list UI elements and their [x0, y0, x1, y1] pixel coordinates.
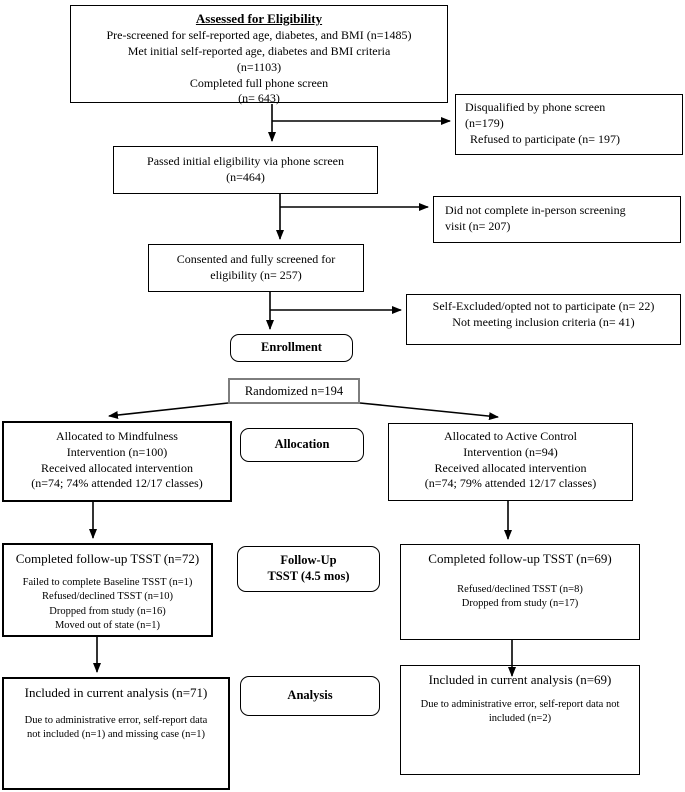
consented-line: eligibility (n= 257) — [210, 267, 302, 282]
analysis-mindfulness-detail: not included (n=1) and missing case (n=1… — [26, 729, 206, 741]
analysis-control-detail: included (n=2) — [488, 713, 552, 725]
analysis-control-title: Included in current analysis (n=69) — [428, 672, 612, 687]
eligibility-line: (n= 643) — [238, 91, 280, 106]
eligibility-box: Assessed for Eligibility Pre-screened fo… — [70, 5, 448, 105]
allocated-mindfulness-line: (n=74; 74% attended 12/17 classes) — [31, 476, 203, 491]
followup-mindfulness-detail: Dropped from study (n=16) — [49, 605, 166, 617]
enrollment-stage-text: Enrollment — [261, 340, 322, 355]
analysis-mindfulness-detail: Due to administrative error, self-report… — [24, 715, 208, 727]
analysis-control-box: Included in current analysis (n=69) Due … — [400, 665, 640, 775]
allocated-mindfulness-box: Allocated to Mindfulness Intervention (n… — [2, 421, 232, 502]
allocated-control-line: Received allocated intervention — [434, 460, 587, 475]
followup-mindfulness-detail: Refused/declined TSST (n=10) — [42, 591, 173, 603]
analysis-mindfulness-details: Due to administrative error, self-report… — [4, 714, 228, 742]
followup-control-detail: Dropped from study (n=17) — [461, 598, 579, 610]
followup-control-detail: Refused/declined TSST (n=8) — [457, 584, 583, 596]
analysis-mindfulness-box: Included in current analysis (n=71) Due … — [2, 677, 230, 790]
randomized-box: Randomized n=194 — [228, 378, 360, 404]
analysis-stage-text: Analysis — [287, 688, 333, 703]
consented-line: Consented and fully screened for — [176, 252, 336, 266]
disqualified-line: Disqualified by phone screen — [465, 100, 606, 114]
passed-phone-box: Passed initial eligibility via phone scr… — [113, 146, 378, 194]
followup-stage-label: Follow-Up TSST (4.5 mos) — [237, 546, 380, 592]
followup-mindfulness-details: Failed to complete Baseline TSST (n=1) R… — [4, 576, 211, 633]
enrollment-stage-label: Enrollment — [230, 334, 353, 362]
eligibility-line: (n=1103) — [236, 59, 282, 74]
followup-control-details: Refused/declined TSST (n=8) Dropped from… — [401, 583, 639, 611]
self-excluded-line: Self-Excluded/opted not to participate (… — [432, 299, 655, 313]
allocated-mindfulness-line: Intervention (n=100) — [66, 444, 168, 459]
disqualified-line: Refused to participate (n= 197) — [470, 131, 621, 146]
eligibility-line: Completed full phone screen — [189, 75, 329, 90]
eligibility-title: Assessed for Eligibility — [195, 11, 323, 26]
allocation-stage-label: Allocation — [240, 428, 364, 462]
no-inperson-box: Did not complete in-person screening vis… — [433, 196, 681, 243]
followup-mindfulness-box: Completed follow-up TSST (n=72) Failed t… — [2, 543, 213, 637]
followup-mindfulness-title: Completed follow-up TSST (n=72) — [15, 551, 200, 566]
disqualified-line: (n=179) — [465, 115, 504, 130]
allocated-mindfulness-line: Received allocated intervention — [41, 460, 193, 475]
consented-box: Consented and fully screened for eligibi… — [148, 244, 364, 292]
allocated-control-box: Allocated to Active Control Intervention… — [388, 423, 633, 501]
analysis-mindfulness-title: Included in current analysis (n=71) — [24, 685, 208, 700]
followup-stage-line: TSST (4.5 mos) — [267, 569, 350, 583]
followup-control-box: Completed follow-up TSST (n=69) Refused/… — [400, 544, 640, 640]
randomized-text: Randomized n=194 — [244, 384, 344, 398]
arrow-randomized-to-control — [359, 402, 499, 421]
allocated-control-line: Intervention (n=94) — [463, 444, 558, 459]
passed-phone-line: Passed initial eligibility via phone scr… — [147, 154, 344, 168]
followup-stage-line: Follow-Up — [280, 553, 337, 568]
self-excluded-box: Self-Excluded/opted not to participate (… — [406, 294, 681, 345]
allocated-control-line: (n=74; 79% attended 12/17 classes) — [424, 476, 597, 491]
no-inperson-line: Did not complete in-person screening — [445, 203, 626, 217]
analysis-stage-label: Analysis — [240, 676, 380, 716]
analysis-control-detail: Due to administrative error, self-report… — [420, 699, 620, 711]
allocated-control-line: Allocated to Active Control — [444, 429, 577, 443]
eligibility-line: Pre-screened for self-reported age, diab… — [106, 28, 412, 43]
arrow-randomized-to-mindfulness — [108, 402, 229, 419]
allocated-mindfulness-line: Allocated to Mindfulness — [56, 429, 178, 443]
analysis-control-details: Due to administrative error, self-report… — [401, 698, 639, 726]
eligibility-line: Met initial self-reported age, diabetes … — [127, 43, 391, 58]
followup-control-title: Completed follow-up TSST (n=69) — [428, 551, 612, 566]
self-excluded-line: Not meeting inclusion criteria (n= 41) — [452, 314, 635, 329]
no-inperson-line: visit (n= 207) — [445, 218, 511, 233]
allocation-stage-text: Allocation — [274, 437, 330, 452]
followup-mindfulness-detail: Moved out of state (n=1) — [54, 619, 161, 631]
followup-mindfulness-detail: Failed to complete Baseline TSST (n=1) — [22, 577, 193, 589]
disqualified-box: Disqualified by phone screen (n=179) Ref… — [455, 94, 683, 155]
passed-phone-line: (n=464) — [226, 169, 265, 184]
